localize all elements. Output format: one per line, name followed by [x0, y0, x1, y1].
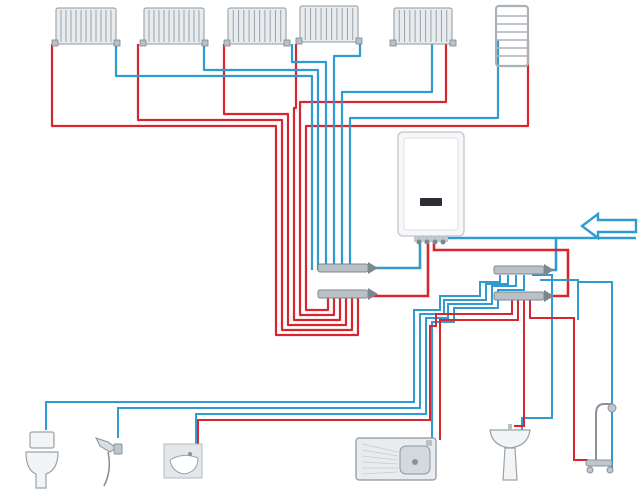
boiler-heating-connections: [360, 238, 430, 298]
cold-water-inlet-arrow: [580, 211, 638, 241]
heating-manifold-supply: [317, 262, 378, 274]
heating-pipes: [50, 40, 530, 337]
wall-boiler: [397, 131, 465, 245]
radiator-1: [51, 7, 121, 47]
water-manifold-hot: [493, 290, 554, 302]
heating-hot-pipes: [50, 40, 530, 337]
towel-rail: [494, 4, 530, 68]
bidet-shower: [95, 437, 123, 487]
boiler-display: [420, 198, 442, 206]
shower-mixer: [585, 403, 617, 474]
water-supply-pipes: [45, 274, 613, 468]
bidet: [163, 443, 203, 479]
toilet: [25, 431, 59, 489]
radiator-5: [389, 7, 457, 47]
radiators: [51, 5, 457, 47]
heating-return-pipes: [114, 40, 500, 270]
kitchen-sink: [355, 437, 437, 481]
washbasin: [489, 424, 531, 481]
heating-manifold-return: [317, 288, 378, 300]
water-manifold-cold: [493, 264, 554, 276]
radiator-4: [295, 5, 363, 45]
radiator-3: [223, 7, 291, 47]
radiator-2: [139, 7, 209, 47]
